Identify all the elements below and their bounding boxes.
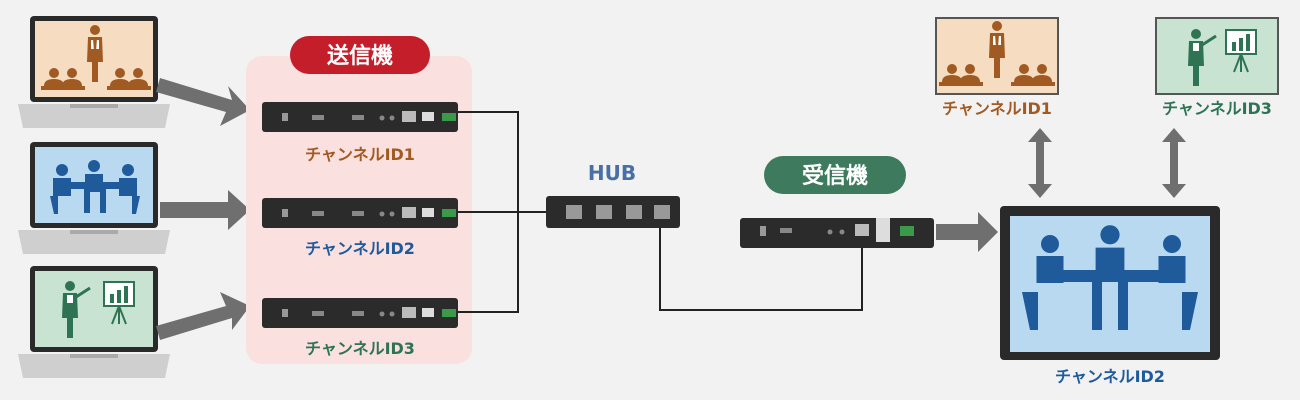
display-channel-3-label: チャンネルID3 (1162, 99, 1272, 118)
arrow-icon (156, 292, 250, 340)
laptop-2 (18, 142, 170, 254)
display-channel-2-label: チャンネルID2 (1055, 367, 1165, 386)
display-channel-1-label: チャンネルID1 (942, 99, 1052, 118)
laptop-1 (18, 16, 170, 128)
input-arrows (156, 78, 250, 340)
screen-scene-presenter-chart (35, 271, 153, 347)
arrow-icon (160, 190, 250, 230)
double-arrow-icon (1162, 128, 1186, 198)
sender-channel-3-label: チャンネルID3 (305, 339, 415, 358)
laptop-3 (18, 266, 170, 378)
receiver-title: 受信機 (802, 163, 868, 189)
double-arrow-icon (1028, 128, 1052, 198)
sender-device-1 (262, 102, 458, 132)
hub-label: HUB (588, 161, 636, 185)
sender-badge (290, 36, 430, 74)
small-display-2 (1155, 17, 1279, 95)
hub-device (546, 196, 680, 228)
arrow-icon (156, 78, 250, 126)
sender-channel-2-label: チャンネルID2 (305, 239, 415, 258)
small-display-1 (935, 17, 1059, 95)
sender-device-2 (262, 198, 458, 228)
sender-title: 送信機 (327, 43, 393, 69)
main-display (1000, 206, 1220, 360)
sender-device-3 (262, 298, 458, 328)
sender-channel-1-label: チャンネルID1 (305, 145, 415, 164)
output-arrow-icon (936, 212, 998, 252)
receiver-device (740, 218, 934, 248)
receiver-badge (764, 156, 906, 194)
network-cables (458, 111, 863, 313)
